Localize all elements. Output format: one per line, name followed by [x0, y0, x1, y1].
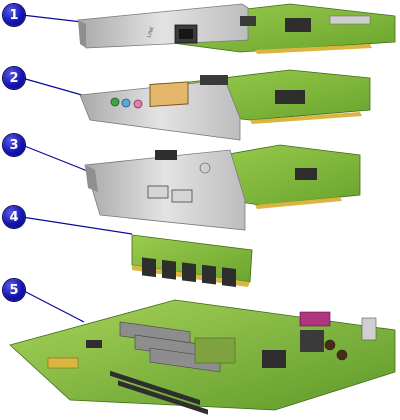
network-card-link-label: LINK: [146, 25, 156, 38]
leader-line-2: [21, 77, 83, 96]
audio-jack-green-icon: [110, 97, 120, 107]
callout-4-number: 4: [9, 209, 19, 225]
firewire-card-header: [155, 150, 177, 160]
audio-game-port-card: [79, 69, 371, 141]
audio-jack-pink-icon: [133, 99, 143, 109]
memory-slot-2: [118, 380, 208, 415]
io-connector-parallel-icon: [299, 311, 331, 327]
firewire-card-chip: [295, 168, 317, 180]
leader-lines: [21, 14, 133, 323]
io-connector-usb: [361, 317, 377, 341]
firewire-port-2-icon: [171, 189, 193, 203]
callout-3-badge: 3: [3, 134, 25, 156]
memory-chip-1: [142, 257, 156, 278]
firewire-card-capacitor: [199, 162, 211, 174]
leader-line-3: [21, 144, 91, 173]
audio-card-gold-contacts: [250, 112, 362, 124]
callout-5-badge: 5: [3, 279, 25, 301]
callout-5-number: 5: [9, 282, 19, 298]
firewire-card-gold-contacts: [255, 197, 342, 209]
memory-module: [131, 234, 253, 287]
memory-slot-1: [110, 370, 200, 405]
firewire-port-1-icon: [147, 185, 169, 199]
network-card-gold-contacts: [255, 44, 372, 54]
chipset-chip: [262, 350, 286, 368]
board-capacitor-1: [324, 339, 336, 351]
firewire-card-bracket-tab: [85, 165, 98, 192]
system-board: [9, 299, 396, 415]
callout-1-badge: 1: [3, 4, 25, 26]
callout-2-number: 2: [9, 70, 19, 86]
network-card-bracket-tab: [78, 20, 86, 48]
leader-line-5: [21, 289, 85, 323]
board-capacitor-2: [336, 349, 348, 361]
rj45-port-opening: [179, 29, 193, 39]
game-port-connector-icon: [149, 81, 189, 108]
memory-chip-5: [222, 267, 236, 287]
processor-heatsink: [194, 337, 236, 364]
audio-jack-blue-icon: [121, 98, 131, 108]
network-card-component: [329, 15, 371, 25]
audio-card-chip: [275, 90, 305, 104]
expansion-slot-3: [149, 347, 221, 373]
audio-card-connector: [200, 75, 228, 85]
leader-line-4: [21, 216, 133, 235]
callout-1-number: 1: [9, 7, 19, 23]
io-connector-stack: [300, 330, 324, 352]
callout-3-number: 3: [9, 137, 19, 153]
network-card: LINK: [77, 3, 396, 54]
network-card-bracket: [77, 3, 249, 49]
leader-line-1: [21, 14, 83, 23]
network-card-chip: [285, 18, 311, 32]
network-card-chip-2: [240, 16, 256, 26]
callout-4-badge: 4: [3, 206, 25, 228]
board-pin-header: [47, 357, 79, 369]
memory-chip-2: [162, 259, 176, 280]
callout-2-badge: 2: [3, 67, 25, 89]
firewire-card: [84, 144, 361, 231]
memory-chip-4: [202, 264, 216, 285]
memory-chip-3: [182, 262, 196, 283]
board-chip-small: [86, 340, 102, 348]
